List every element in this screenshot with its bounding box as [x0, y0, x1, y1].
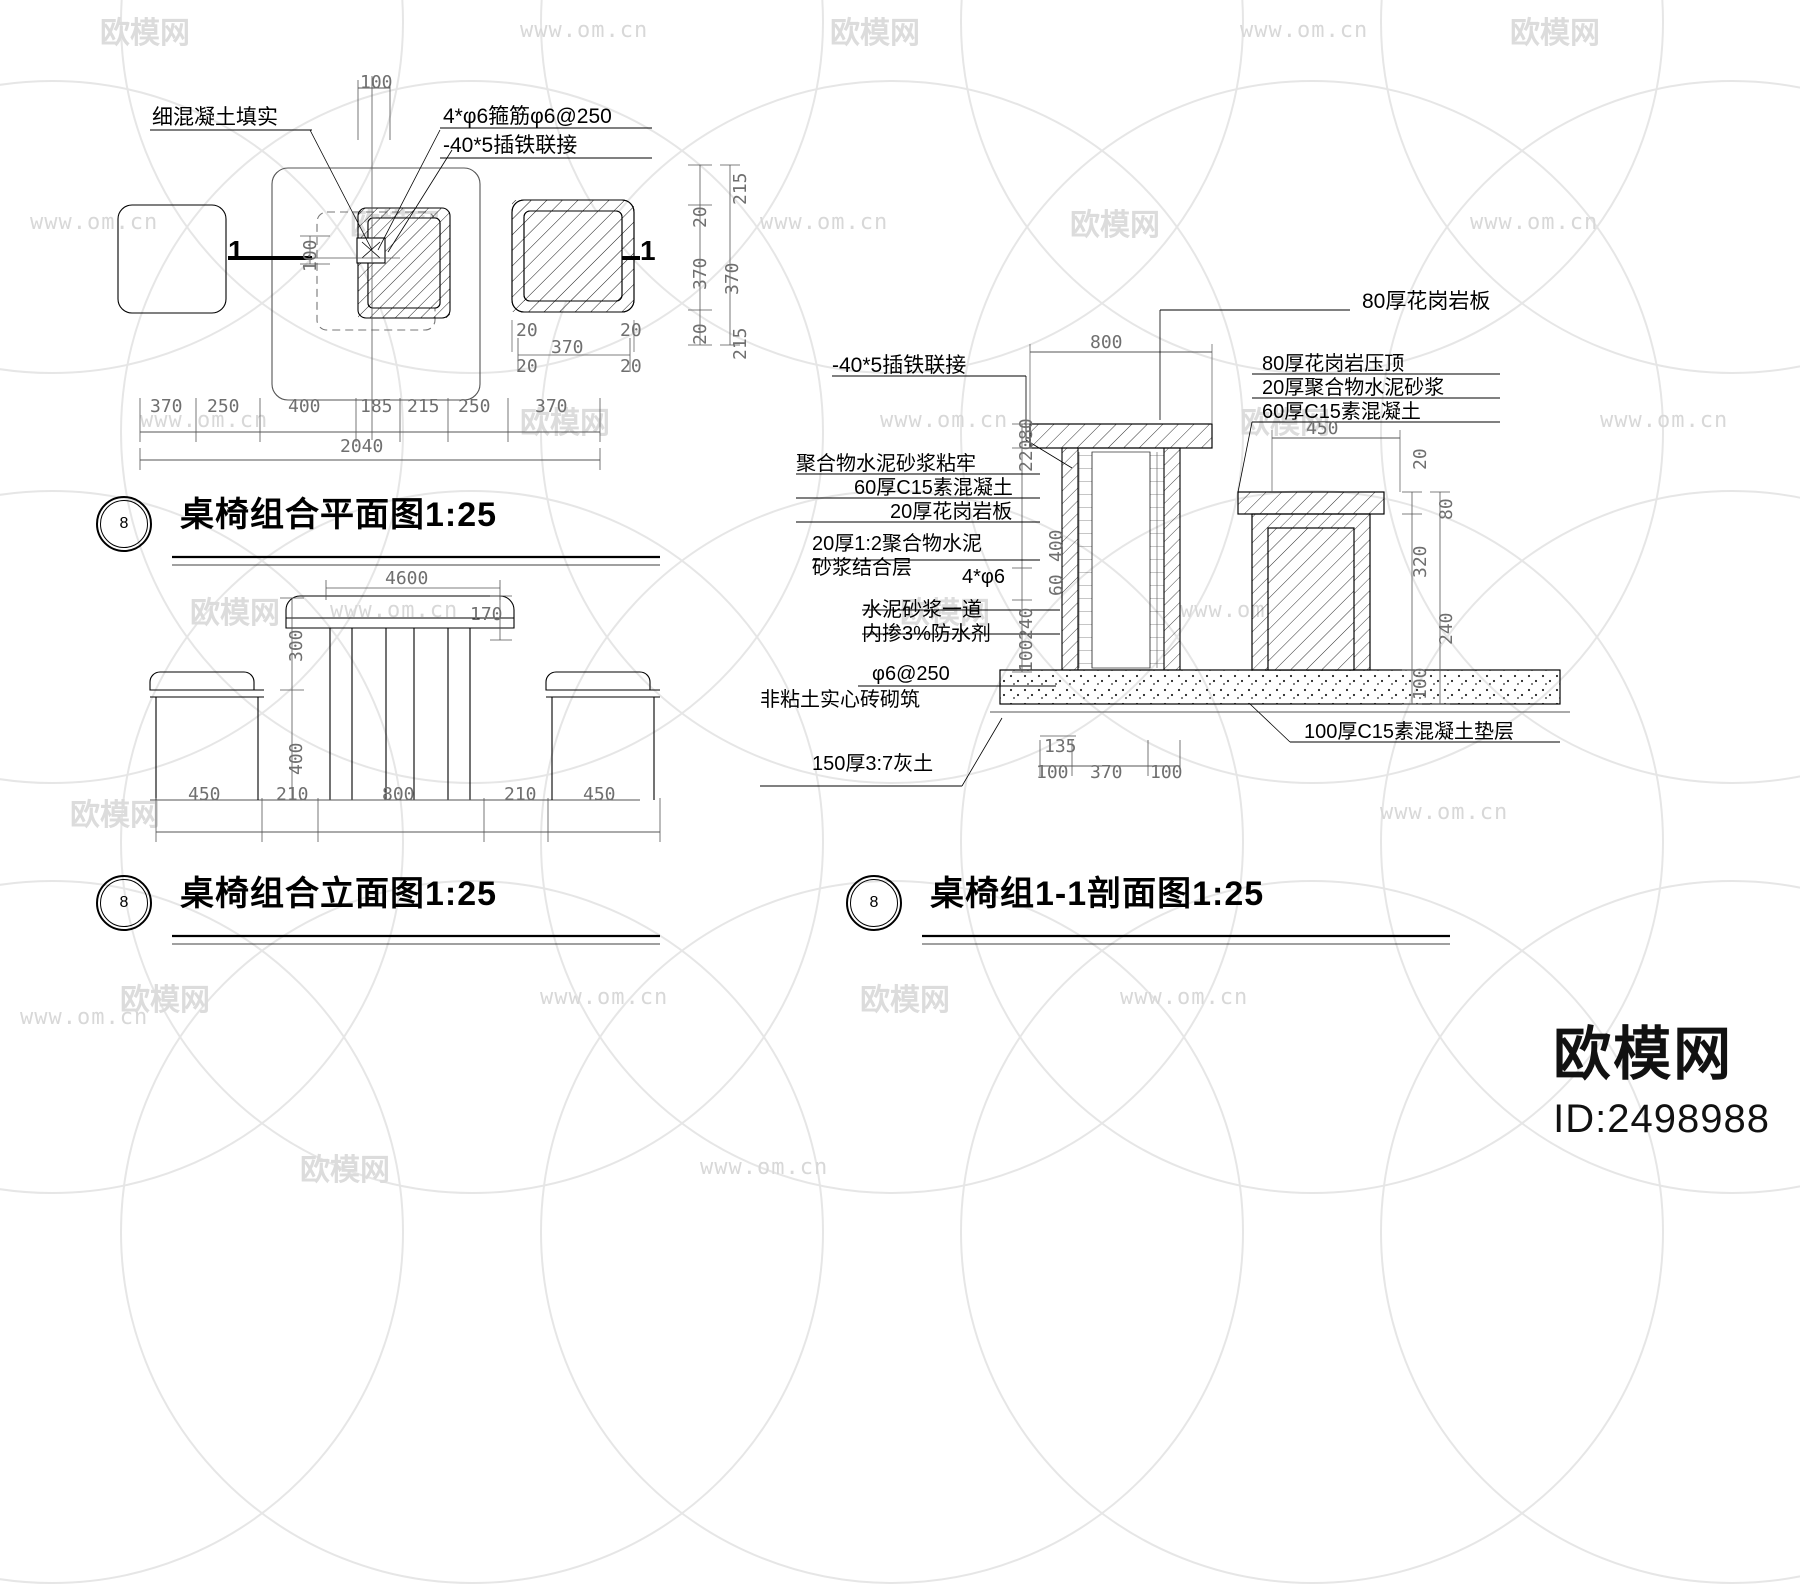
plan-annotation-fine-concrete: 细混凝土填实	[152, 106, 278, 129]
section-dim-right-80: 80	[1436, 498, 1457, 520]
section-dim-left-60: 60	[1046, 574, 1067, 596]
elev-dim-chain-0: 450	[188, 784, 221, 805]
plan-dim-chain-2: 400	[288, 396, 321, 417]
plan-dim-inner-100: 100	[300, 239, 321, 272]
section-dim-left-80: 80	[1016, 418, 1037, 440]
plan-dim-chain-4: 215	[407, 396, 440, 417]
section-dim-top-width: 800	[1090, 332, 1123, 353]
section-label-phi6-250: φ6@250	[872, 663, 950, 685]
section-label-mortar-bond-layer: 砂浆结合层	[812, 557, 912, 579]
elev-dim-chain-4: 450	[583, 784, 616, 805]
section-label-c15-concrete-60: 60厚C15素混凝土	[1262, 401, 1421, 423]
plan-detail-dim-right-20-top: 20	[690, 206, 711, 228]
brand-name: 欧模网	[1553, 1022, 1734, 1087]
plan-dim-chain-1: 250	[207, 396, 240, 417]
section-view-title: 桌椅组1-1剖面图1:25	[930, 875, 1265, 913]
section-label-cement-mortar-layer: 水泥砂浆一道	[862, 599, 982, 621]
cad-geometry	[117, 76, 1570, 945]
section-dim-bottom-0: 100	[1036, 762, 1069, 783]
section-label-rebar-4phi6: 4*φ6	[962, 566, 1005, 588]
section-view-tag: 8	[846, 875, 902, 931]
elevation-view-title: 桌椅组合立面图1:25	[180, 875, 498, 913]
section-dim-right-20: 20	[1410, 448, 1431, 470]
plan-detail-dim-right-370-outer: 370	[722, 262, 743, 295]
section-dim-right-450: 450	[1306, 418, 1339, 439]
plan-section-mark-right: 1	[640, 235, 656, 266]
plan-annotation-stirrup: 4*φ6箍筋φ6@250	[443, 105, 612, 128]
elev-dim-table-height: 300	[286, 629, 307, 662]
plan-dim-chain-0: 370	[150, 396, 183, 417]
section-label-plate-connect: -40*5插铁联接	[832, 354, 967, 377]
elev-dim-chain-1: 210	[276, 784, 309, 805]
plan-view-tag: 8	[96, 496, 152, 552]
brand-id: ID:2498988	[1553, 1097, 1770, 1141]
section-label-c15-60: 60厚C15素混凝土	[854, 477, 1013, 499]
plan-dim-overall: 2040	[340, 436, 384, 457]
plan-detail-dim-right-370-inner: 370	[690, 257, 711, 290]
section-dim-left-400: 400	[1046, 529, 1067, 562]
section-dim-right-240: 240	[1436, 612, 1457, 645]
elev-dim-table-width: 4600	[385, 568, 429, 589]
plan-annotation-plate-connect: -40*5插铁联接	[443, 134, 578, 157]
plan-detail-dim-20-tl: 20	[516, 320, 538, 341]
section-dim-bottom-135: 135	[1044, 736, 1077, 757]
section-label-polymer-mortar: 聚合物水泥砂浆粘牢	[796, 453, 976, 475]
section-label-granite-cap-80: 80厚花岗岩压顶	[1262, 353, 1405, 375]
plan-dim-top-100: 100	[360, 72, 393, 93]
elevation-view-tag: 8	[96, 875, 152, 931]
plan-view-title: 桌椅组合平面图1:25	[180, 496, 498, 534]
elev-dim-seat-height: 400	[286, 742, 307, 775]
section-view-tag-number: 8	[869, 894, 879, 911]
plan-detail-dim-right-215-top: 215	[730, 172, 751, 205]
plan-view-tag-number: 8	[119, 515, 129, 532]
section-dim-bottom-1: 370	[1090, 762, 1123, 783]
section-label-c15-cushion-100: 100厚C15素混凝土垫层	[1304, 721, 1515, 743]
plan-detail-dim-20-tr: 20	[620, 320, 642, 341]
plan-dim-chain-5: 250	[458, 396, 491, 417]
section-dim-left-240: 240	[1016, 607, 1037, 640]
brand-block: 欧模网 ID:2498988	[1553, 1007, 1770, 1142]
plan-detail-dim-right-215-bottom: 215	[730, 327, 751, 360]
section-label-granite-20: 20厚花岗岩板	[890, 501, 1013, 523]
elev-dim-chain-3: 210	[504, 784, 537, 805]
plan-detail-dim-right-20-bottom: 20	[690, 323, 711, 345]
elev-dim-chain-2: 800	[382, 784, 415, 805]
plan-dim-chain-3: 185	[360, 396, 393, 417]
section-label-polymer-cement-20: 20厚1:2聚合物水泥	[812, 533, 983, 555]
section-dim-bottom-2: 100	[1150, 762, 1183, 783]
section-label-polymer-mortar-20: 20厚聚合物水泥砂浆	[1262, 377, 1445, 399]
section-label-lime-soil: 150厚3:7灰土	[812, 753, 934, 775]
elevation-view-tag-number: 8	[119, 894, 129, 911]
section-dim-left-220: 220	[1016, 439, 1037, 472]
plan-detail-dim-20-br: 20	[620, 356, 642, 377]
elev-dim-top-thickness: 170	[470, 604, 503, 625]
section-label-waterproof-admixture: 内掺3%防水剂	[862, 623, 991, 645]
section-dim-left-100: 100	[1016, 639, 1037, 672]
section-dim-right-320: 320	[1410, 545, 1431, 578]
section-dim-right-100: 100	[1410, 667, 1431, 700]
section-label-solid-brick: 非粘土实心砖砌筑	[760, 689, 920, 711]
plan-section-mark-left: 1	[228, 235, 244, 266]
plan-detail-dim-370: 370	[551, 337, 584, 358]
section-label-granite-plate-80: 80厚花岗岩板	[1362, 290, 1491, 313]
plan-dim-chain-6: 370	[535, 396, 568, 417]
plan-detail-dim-20-bl: 20	[516, 356, 538, 377]
